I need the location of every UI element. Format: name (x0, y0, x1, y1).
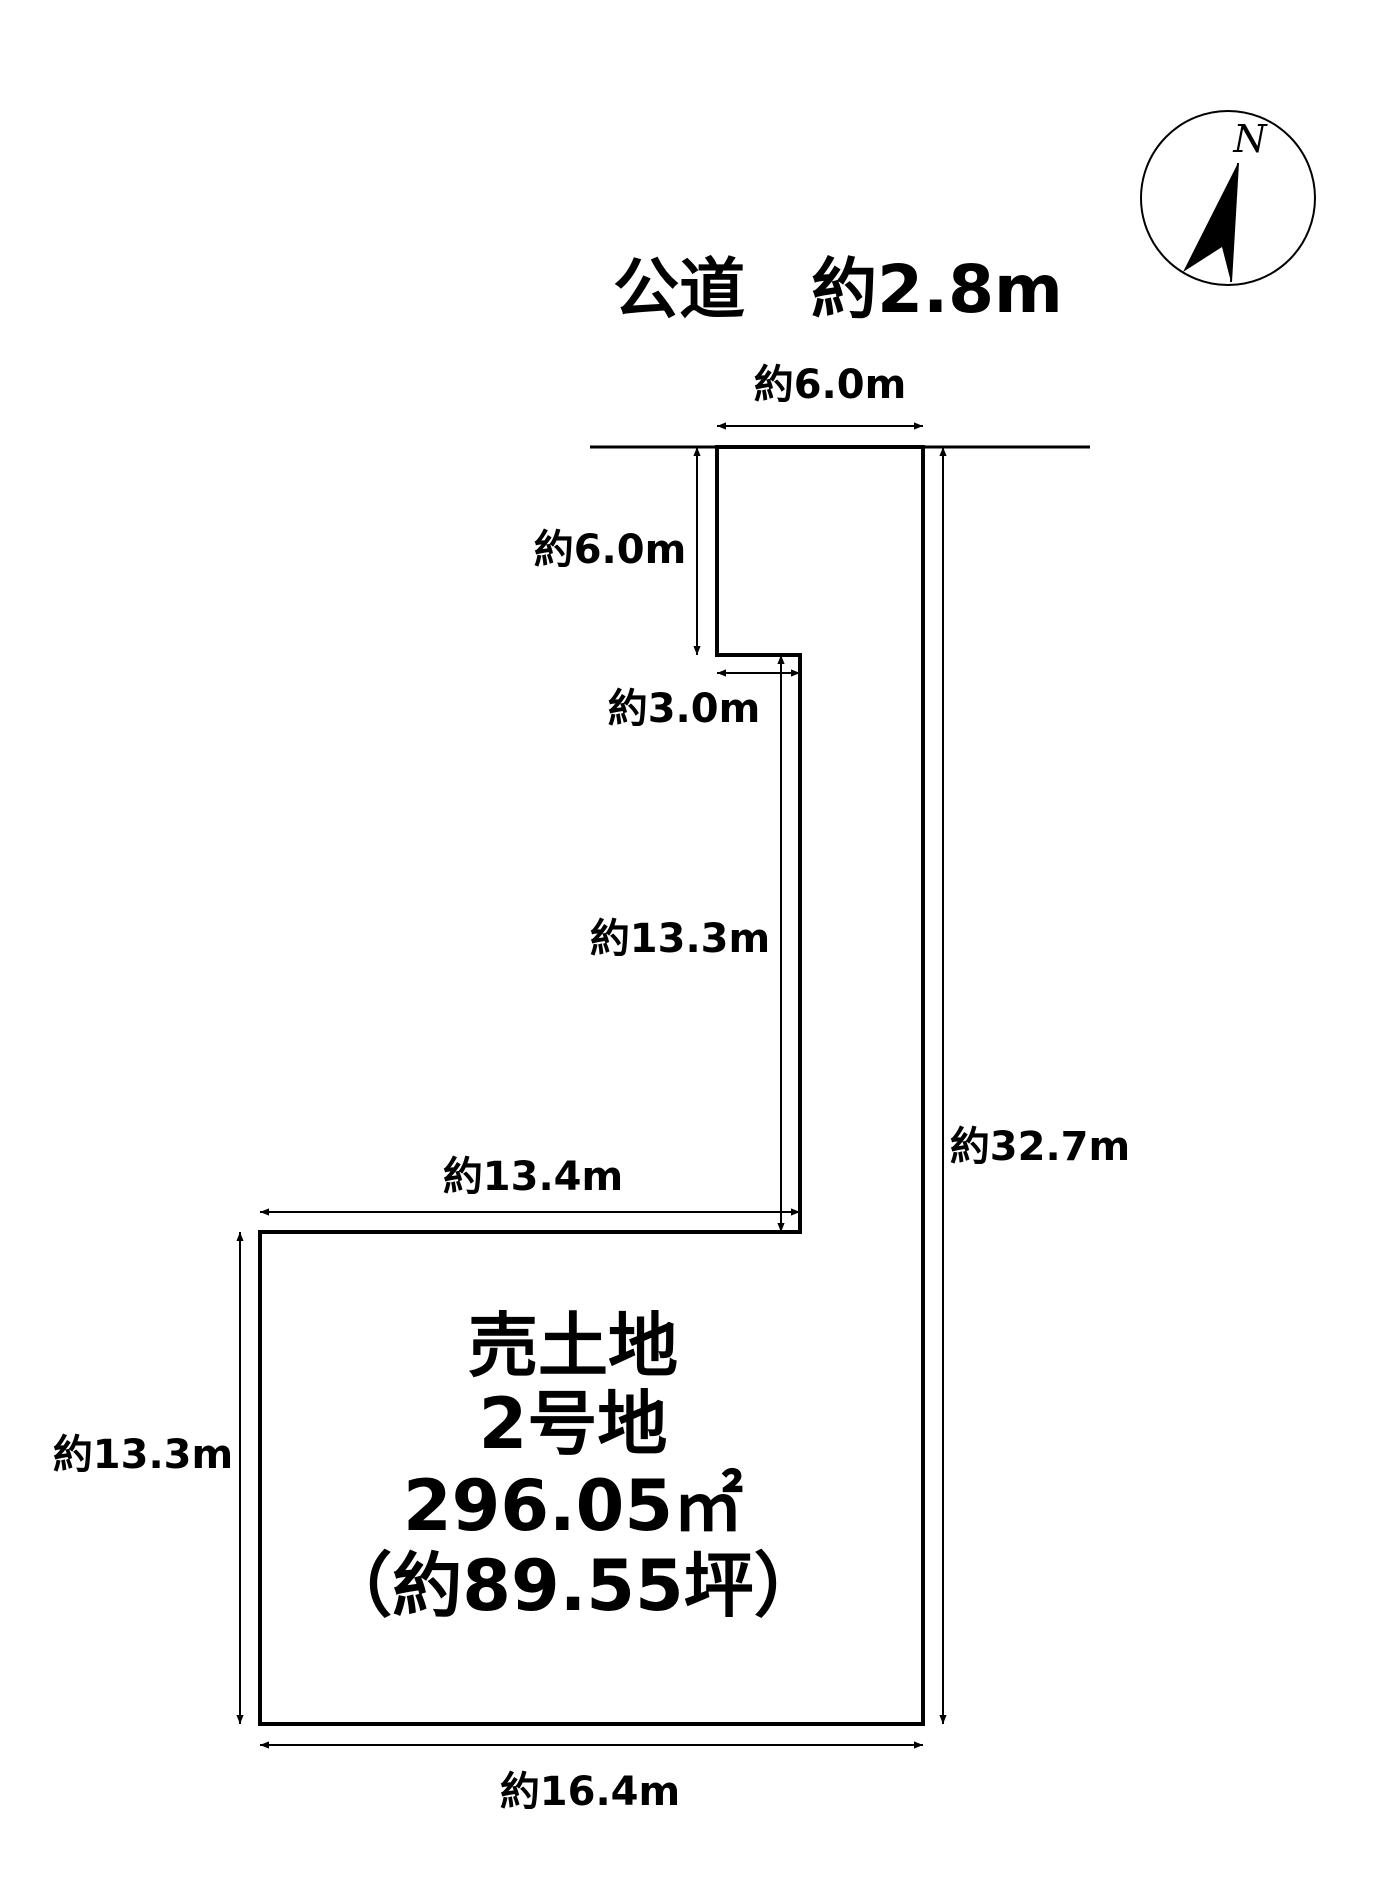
dim-label-left-upper: 約6.0m (534, 527, 687, 573)
north-arrow-icon (1183, 163, 1238, 282)
dim-label-lower-left: 約13.3m (53, 1432, 233, 1478)
compass-circle (1140, 110, 1316, 286)
dim-label-step: 約3.0m (608, 686, 761, 732)
dim-label-upper-horizontal: 約13.4m (443, 1154, 623, 1200)
lot-name: 売土地 (468, 1305, 678, 1387)
dim-label-bottom: 約16.4m (500, 1769, 680, 1815)
north-label: N (1232, 117, 1268, 161)
lot-area-tsubo: （約89.55坪） (322, 1545, 823, 1627)
lot-number: 2号地 (479, 1383, 668, 1465)
dim-label-frontage: 約6.0m (754, 362, 907, 408)
north-arrow-axis (1230, 162, 1239, 283)
compass: N (1140, 110, 1316, 286)
dim-label-right: 約32.7m (950, 1124, 1130, 1170)
road-label: 公道 約2.8m (613, 251, 1063, 328)
lot-boundary (258, 445, 925, 1726)
dimension-lines (236, 422, 947, 1749)
lot-area-sqm: 296.05㎡ (403, 1465, 743, 1547)
dim-label-middle: 約13.3m (590, 916, 770, 962)
